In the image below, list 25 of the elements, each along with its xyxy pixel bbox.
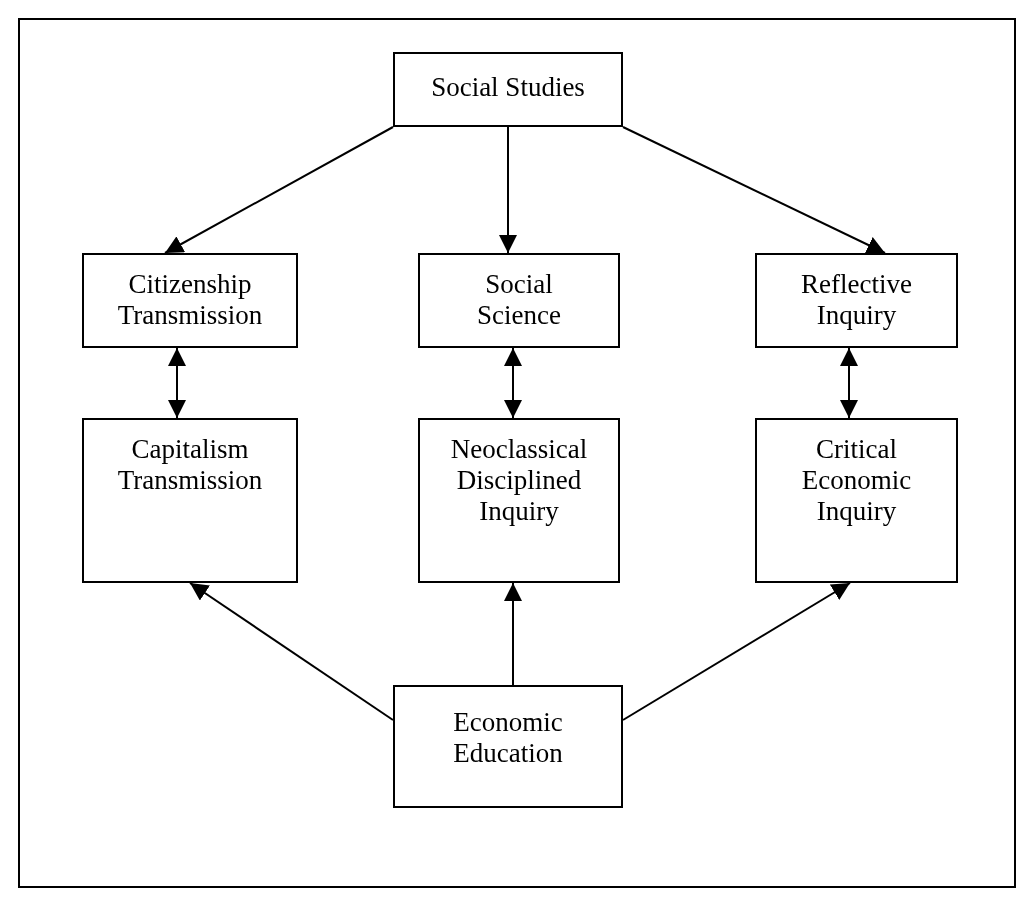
process-box [393, 685, 623, 808]
arrow [499, 126, 517, 254]
process-box [82, 253, 298, 348]
box-label: Social Science [476, 269, 562, 331]
box-label: Reflective Inquiry [800, 269, 913, 331]
arrow [622, 582, 851, 721]
box-label: Economic Education [452, 707, 564, 769]
process-box [418, 253, 620, 348]
arrow [504, 582, 522, 686]
box-label: Social Studies [430, 72, 586, 103]
box-label: Critical Economic Inquiry [800, 434, 913, 527]
process-box [418, 418, 620, 583]
arrow [164, 126, 394, 254]
box-label: Neoclassical Disciplined Inquiry [449, 434, 589, 527]
process-box [755, 418, 958, 583]
process-box [755, 253, 958, 348]
arrow [189, 582, 394, 721]
arrow [504, 347, 522, 419]
process-box [393, 52, 623, 127]
box-label: Citizenship Transmission [116, 269, 264, 331]
arrow [840, 347, 858, 419]
arrow [168, 347, 186, 419]
process-box [82, 418, 298, 583]
box-label: Capitalism Transmission [116, 434, 264, 496]
arrow [622, 126, 886, 254]
